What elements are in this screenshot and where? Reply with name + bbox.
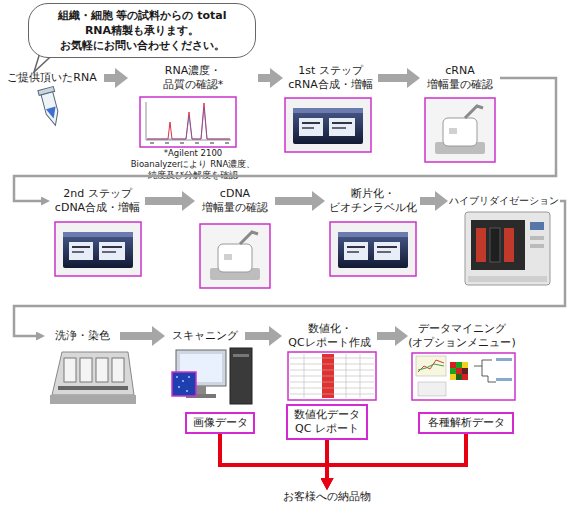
flow-arrow	[145, 197, 182, 205]
rna-tube	[38, 87, 63, 128]
spectrophotometer-photo	[200, 224, 270, 288]
step-title: 1st ステップ cRNA合成・増幅	[283, 64, 378, 92]
deliverable-box: 数値化データ QC レポート	[286, 404, 368, 440]
deliverable-box: 画像データ	[185, 412, 255, 434]
deliverables-caption-node: お客様への納品物	[267, 490, 387, 504]
step-node: cRNA 増幅量の確認	[420, 64, 500, 92]
scanner-computer	[172, 348, 252, 404]
fluidics-station	[50, 352, 136, 404]
step-node: データマイニング (オプションメニュー)	[408, 322, 516, 350]
step-node: 数値化・ QCレポート作成	[282, 322, 377, 350]
step-title: 断片化・ ビオチンラベル化	[325, 187, 420, 215]
flow-arrow	[378, 74, 407, 82]
step-title: 2nd ステップ cDNA合成・増幅	[50, 187, 145, 215]
callout-bubble: 組織・細胞 等の試料からの total RNA精製も承ります。 お気軽にお問い合…	[28, 3, 256, 58]
caption-text: お客様への納品物	[267, 490, 387, 504]
step-title: cDNA 増幅量の確認	[195, 187, 275, 215]
qc-spreadsheet	[288, 352, 376, 400]
step-title: RNA濃度・ 品質の確認*	[153, 64, 233, 92]
amplification-kit-photo	[285, 98, 371, 152]
deliverable-text: 各種解析データ	[422, 416, 510, 430]
row-wrap-arrow	[14, 78, 556, 201]
step-title: cRNA 増幅量の確認	[420, 64, 500, 92]
delivery-arrow	[220, 434, 327, 478]
flow-arrow	[258, 74, 270, 82]
hybridization-oven	[465, 212, 550, 285]
delivery-arrow	[325, 440, 329, 478]
step-node: スキャニング	[165, 329, 245, 343]
deliverable-text: 画像データ	[189, 416, 251, 430]
step-title: スキャニング	[165, 329, 245, 343]
step-node: 1st ステップ cRNA合成・増幅	[283, 64, 378, 92]
step-node: ハイブリダイゼーション	[448, 194, 560, 208]
step-title: データマイニング (オプションメニュー)	[408, 322, 516, 350]
callout-text: 組織・細胞 等の試料からの total RNA精製も承ります。 お気軽にお問い合…	[39, 8, 245, 53]
flow-arrow	[420, 197, 435, 205]
flow-arrow	[377, 332, 395, 340]
step-node: 洗浄・染色	[45, 329, 120, 343]
step-node: 2nd ステップ cDNA合成・増幅	[50, 187, 145, 215]
deliverable-box: 各種解析データ	[418, 412, 514, 434]
step-title: ハイブリダイゼーション	[448, 194, 560, 208]
step-node: ご提供頂いたRNA	[0, 71, 104, 85]
step-title: ご提供頂いたRNA	[0, 71, 104, 85]
delivery-arrow	[327, 434, 466, 478]
row-wrap-arrow	[14, 201, 565, 336]
labeling-kit-photo	[330, 222, 416, 276]
flow-arrow	[104, 74, 115, 82]
deliverable-text: 数値化データ QC レポート	[290, 408, 364, 436]
step-node: RNA濃度・ 品質の確認* *Agilent 2100 Bioanalyzerによ…	[128, 64, 258, 181]
bioanalyzer-chart	[140, 97, 236, 147]
analysis-charts	[412, 353, 515, 400]
step-node: cDNA 増幅量の確認	[195, 187, 275, 215]
amplification-kit-photo	[55, 222, 141, 276]
spectrophotometer-photo	[425, 98, 495, 162]
step-node: 断片化・ ビオチンラベル化	[325, 187, 420, 215]
step-title: 数値化・ QCレポート作成	[282, 322, 377, 350]
flow-arrow	[245, 332, 269, 340]
footnote-text: *Agilent 2100 Bioanalyzerにより RNA濃度、純度及び分…	[128, 148, 258, 181]
step-title: 洗浄・染色	[45, 329, 120, 343]
flow-arrow	[120, 332, 152, 340]
flow-arrow	[275, 197, 312, 205]
